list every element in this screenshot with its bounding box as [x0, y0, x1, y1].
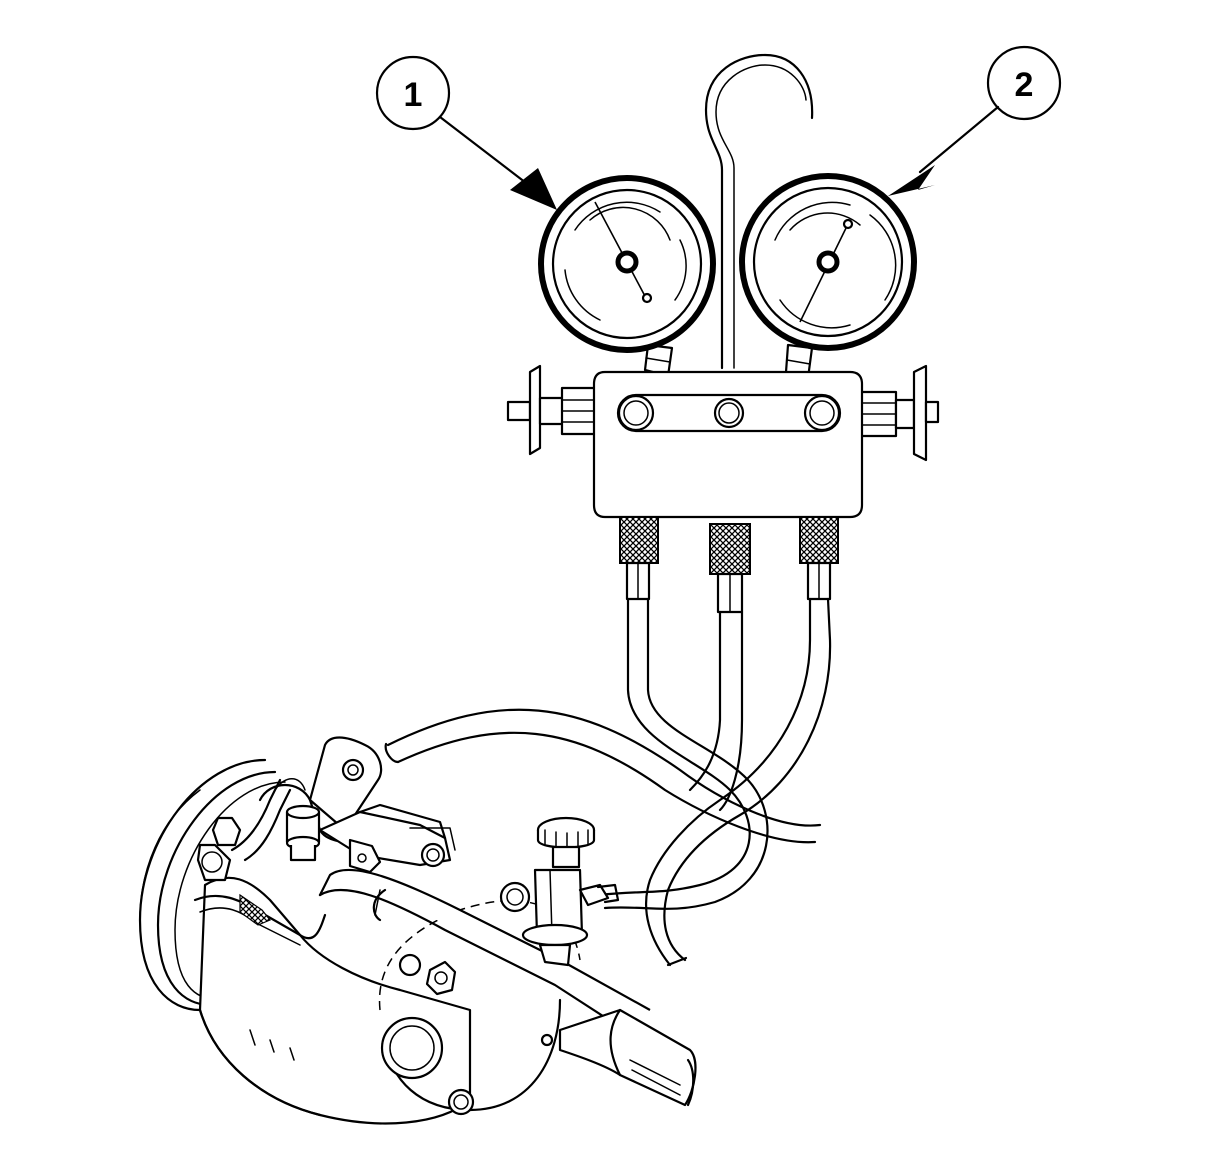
callout-2-label: 2 — [1015, 66, 1034, 104]
center-hose-nut — [709, 523, 751, 575]
high-gauge-face — [752, 186, 904, 338]
compressor-boss — [380, 1016, 444, 1080]
low-valve-handle — [528, 364, 542, 456]
high-valve-handle — [912, 364, 928, 462]
callout-1-arrowhead — [510, 168, 557, 210]
callout-1-leader — [438, 115, 532, 188]
manifold-body — [506, 364, 940, 519]
low-side-gauge — [538, 175, 716, 378]
high-gauge-needle-tip — [842, 218, 854, 230]
hoses — [384, 597, 832, 967]
callout-2-leader — [918, 105, 1000, 174]
hose-fittings — [619, 516, 839, 614]
hose-end-sleeve — [558, 1008, 697, 1107]
compressor-lines — [193, 778, 697, 1107]
callout-1-label: 1 — [404, 76, 423, 114]
service-coupler — [521, 816, 620, 967]
high-side-gauge — [739, 173, 917, 380]
callout-2: 2 — [888, 45, 1062, 196]
low-valve-shaft — [506, 400, 532, 422]
mounting-ear — [308, 736, 383, 832]
high-valve-shaft — [924, 400, 940, 424]
manifold-block — [592, 370, 864, 519]
callout-2-circle — [986, 45, 1062, 121]
low-hose-nut — [619, 516, 659, 564]
high-gauge-pivot — [816, 250, 840, 274]
low-gauge-needle-tip — [641, 292, 653, 304]
callout-2-arrowhead — [888, 165, 935, 196]
callout-1-circle — [375, 55, 451, 131]
low-gauge-needle — [594, 201, 647, 299]
low-gauge-pivot — [615, 250, 639, 274]
hanging-hook — [704, 53, 814, 370]
ac-compressor — [138, 736, 581, 1125]
low-gauge-face — [551, 188, 703, 340]
high-gauge-needle — [799, 223, 849, 323]
callout-1: 1 — [375, 55, 557, 210]
high-hose-nut — [799, 516, 839, 564]
